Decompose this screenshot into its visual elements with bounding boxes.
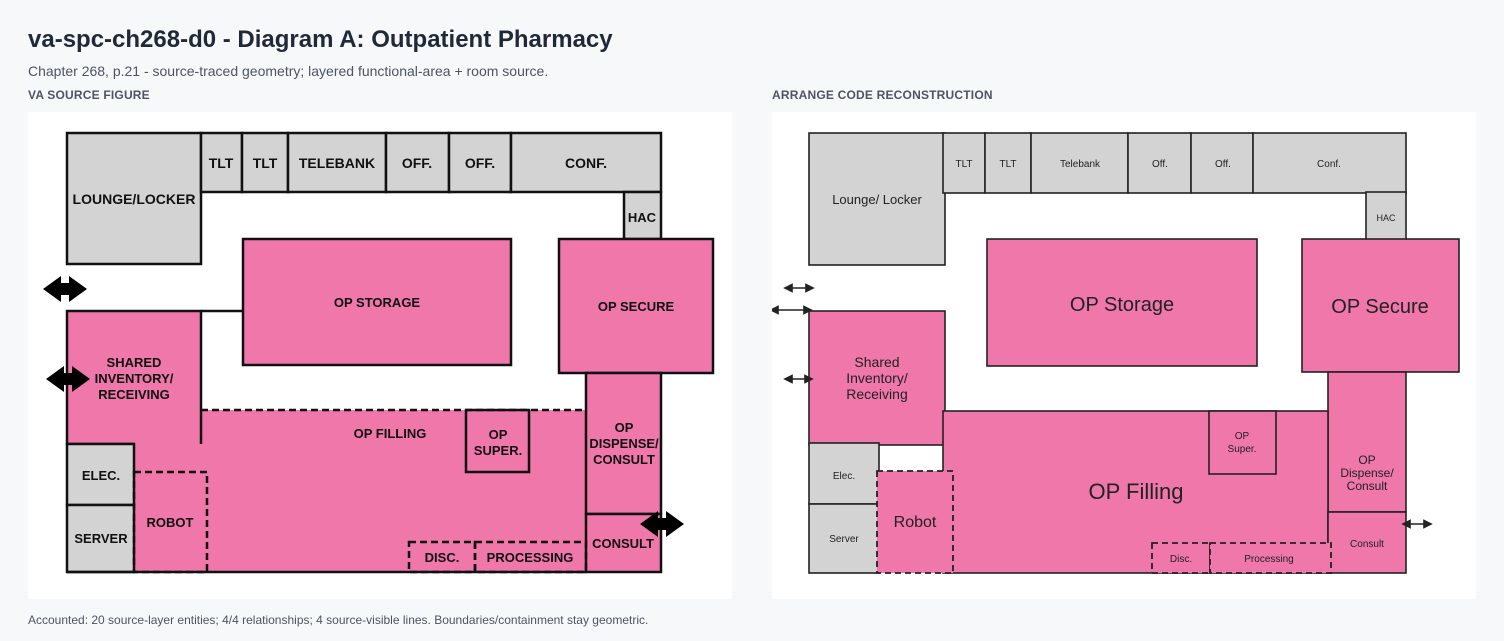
label-shared-3: Receiving [846,386,907,402]
source-figure-panel: LOUNGE/LOCKER TLT TLT TELEBANK OFF. OFF.… [28,112,732,599]
room-hac [622,190,663,241]
label-telebank: Telebank [1060,159,1101,170]
room-tlt-1 [199,131,244,194]
reconstruction-panel-label: ARRANGE CODE RECONSTRUCTION [772,88,993,102]
label-dispense-2: Dispense/ [1340,466,1394,480]
label-op-super-2: SUPER. [474,443,522,458]
room-op-secure [1301,238,1460,373]
label-op-secure: OP Secure [1331,296,1428,318]
room-op-storage [986,238,1258,367]
label-shared-1: SHARED [107,355,162,370]
label-op-secure: OP SECURE [598,299,675,314]
room-robot [876,470,954,574]
room-op-secure [557,237,715,375]
room-tlt-1 [942,132,986,194]
room-robot [132,470,209,574]
label-tlt-1: TLT [955,159,972,170]
room-op-dispense-consult [1327,371,1407,513]
label-robot: Robot [894,514,937,531]
label-consult: Consult [1350,539,1384,550]
room-op-supervisor [464,408,531,474]
room-electrical [65,442,136,507]
room-office-2 [1190,132,1254,194]
label-electrical: ELEC. [82,468,120,483]
reconstruction-panel: Lounge/ Locker TLT TLT Telebank Off. Off… [769,112,1476,599]
label-disc: Disc. [1170,554,1192,565]
label-conference: Conf. [1317,159,1341,170]
label-tlt-2: TLT [253,155,278,171]
label-shared-2: Inventory/ [846,370,908,386]
label-lounge-locker: LOUNGE/LOCKER [73,191,196,207]
label-op-storage: OP STORAGE [334,295,421,310]
room-hac [1365,191,1407,241]
label-tlt-2: TLT [999,159,1016,170]
source-floor-plan: LOUNGE/LOCKER TLT TLT TELEBANK OFF. OFF.… [43,131,715,574]
room-office-2 [447,131,513,194]
room-tlt-2 [984,132,1032,194]
room-server [808,503,880,574]
room-conference [509,131,663,194]
label-telebank: TELEBANK [299,155,375,171]
label-server: Server [829,534,859,545]
room-office-1 [384,131,451,194]
label-office-2: Off. [1215,159,1231,170]
label-robot: ROBOT [147,515,194,530]
room-disc [1151,542,1211,574]
label-op-super-1: OP [489,427,508,442]
room-electrical [808,442,880,505]
label-server: SERVER [74,531,128,546]
room-op-dispense-consult [584,371,663,516]
label-processing: PROCESSING [487,550,574,565]
label-tlt-1: TLT [209,155,234,171]
label-op-storage: OP Storage [1070,294,1174,316]
label-office-1: OFF. [402,155,432,171]
room-lounge-locker [65,131,203,266]
room-server [65,503,136,574]
label-op-super-2: Super. [1228,444,1257,455]
room-processing [1209,542,1332,574]
page-subtitle: Chapter 268, p.21 - source-traced geomet… [28,63,549,79]
label-dispense-1: OP [1358,453,1375,467]
label-shared-2: INVENTORY/ [95,371,174,386]
label-dispense-3: CONSULT [593,452,655,467]
room-shared-inventory-receiving [808,310,946,446]
label-op-filling: OP FILLING [354,426,427,441]
label-lounge-locker: Lounge/ Locker [832,192,922,207]
room-consult [1327,511,1407,574]
page-title: va-spc-ch268-d0 - Diagram A: Outpatient … [28,26,613,53]
label-office-2: OFF. [465,155,495,171]
room-conference [1252,132,1407,194]
label-shared-1: Shared [854,354,899,370]
label-op-filling: OP Filling [1089,479,1184,504]
label-dispense-3: Consult [1347,479,1388,493]
label-consult: CONSULT [592,536,654,551]
room-office-1 [1127,132,1192,194]
label-disc: DISC. [425,550,460,565]
room-op-storage [241,237,513,367]
room-processing [473,540,588,574]
label-hac: HAC [1376,213,1396,223]
room-op-supervisor [1208,410,1277,475]
label-dispense-2: DISPENSE/ [589,436,659,451]
label-conference: CONF. [565,155,607,171]
reconstruction-floor-plan: Lounge/ Locker TLT TLT Telebank Off. Off… [769,132,1460,574]
source-panel-label: VA SOURCE FIGURE [28,88,150,102]
label-op-super-1: OP [1235,431,1250,442]
room-lounge-locker [808,132,946,266]
label-processing: Processing [1244,554,1293,565]
room-tlt-2 [240,131,290,194]
label-hac: HAC [628,210,657,225]
label-shared-3: RECEIVING [98,387,170,402]
footer-note: Accounted: 20 source-layer entities; 4/4… [28,613,649,627]
label-office-1: Off. [1152,159,1168,170]
double-arrow-icon [43,276,87,302]
label-electrical: Elec. [833,471,855,482]
label-dispense-1: OP [615,420,634,435]
